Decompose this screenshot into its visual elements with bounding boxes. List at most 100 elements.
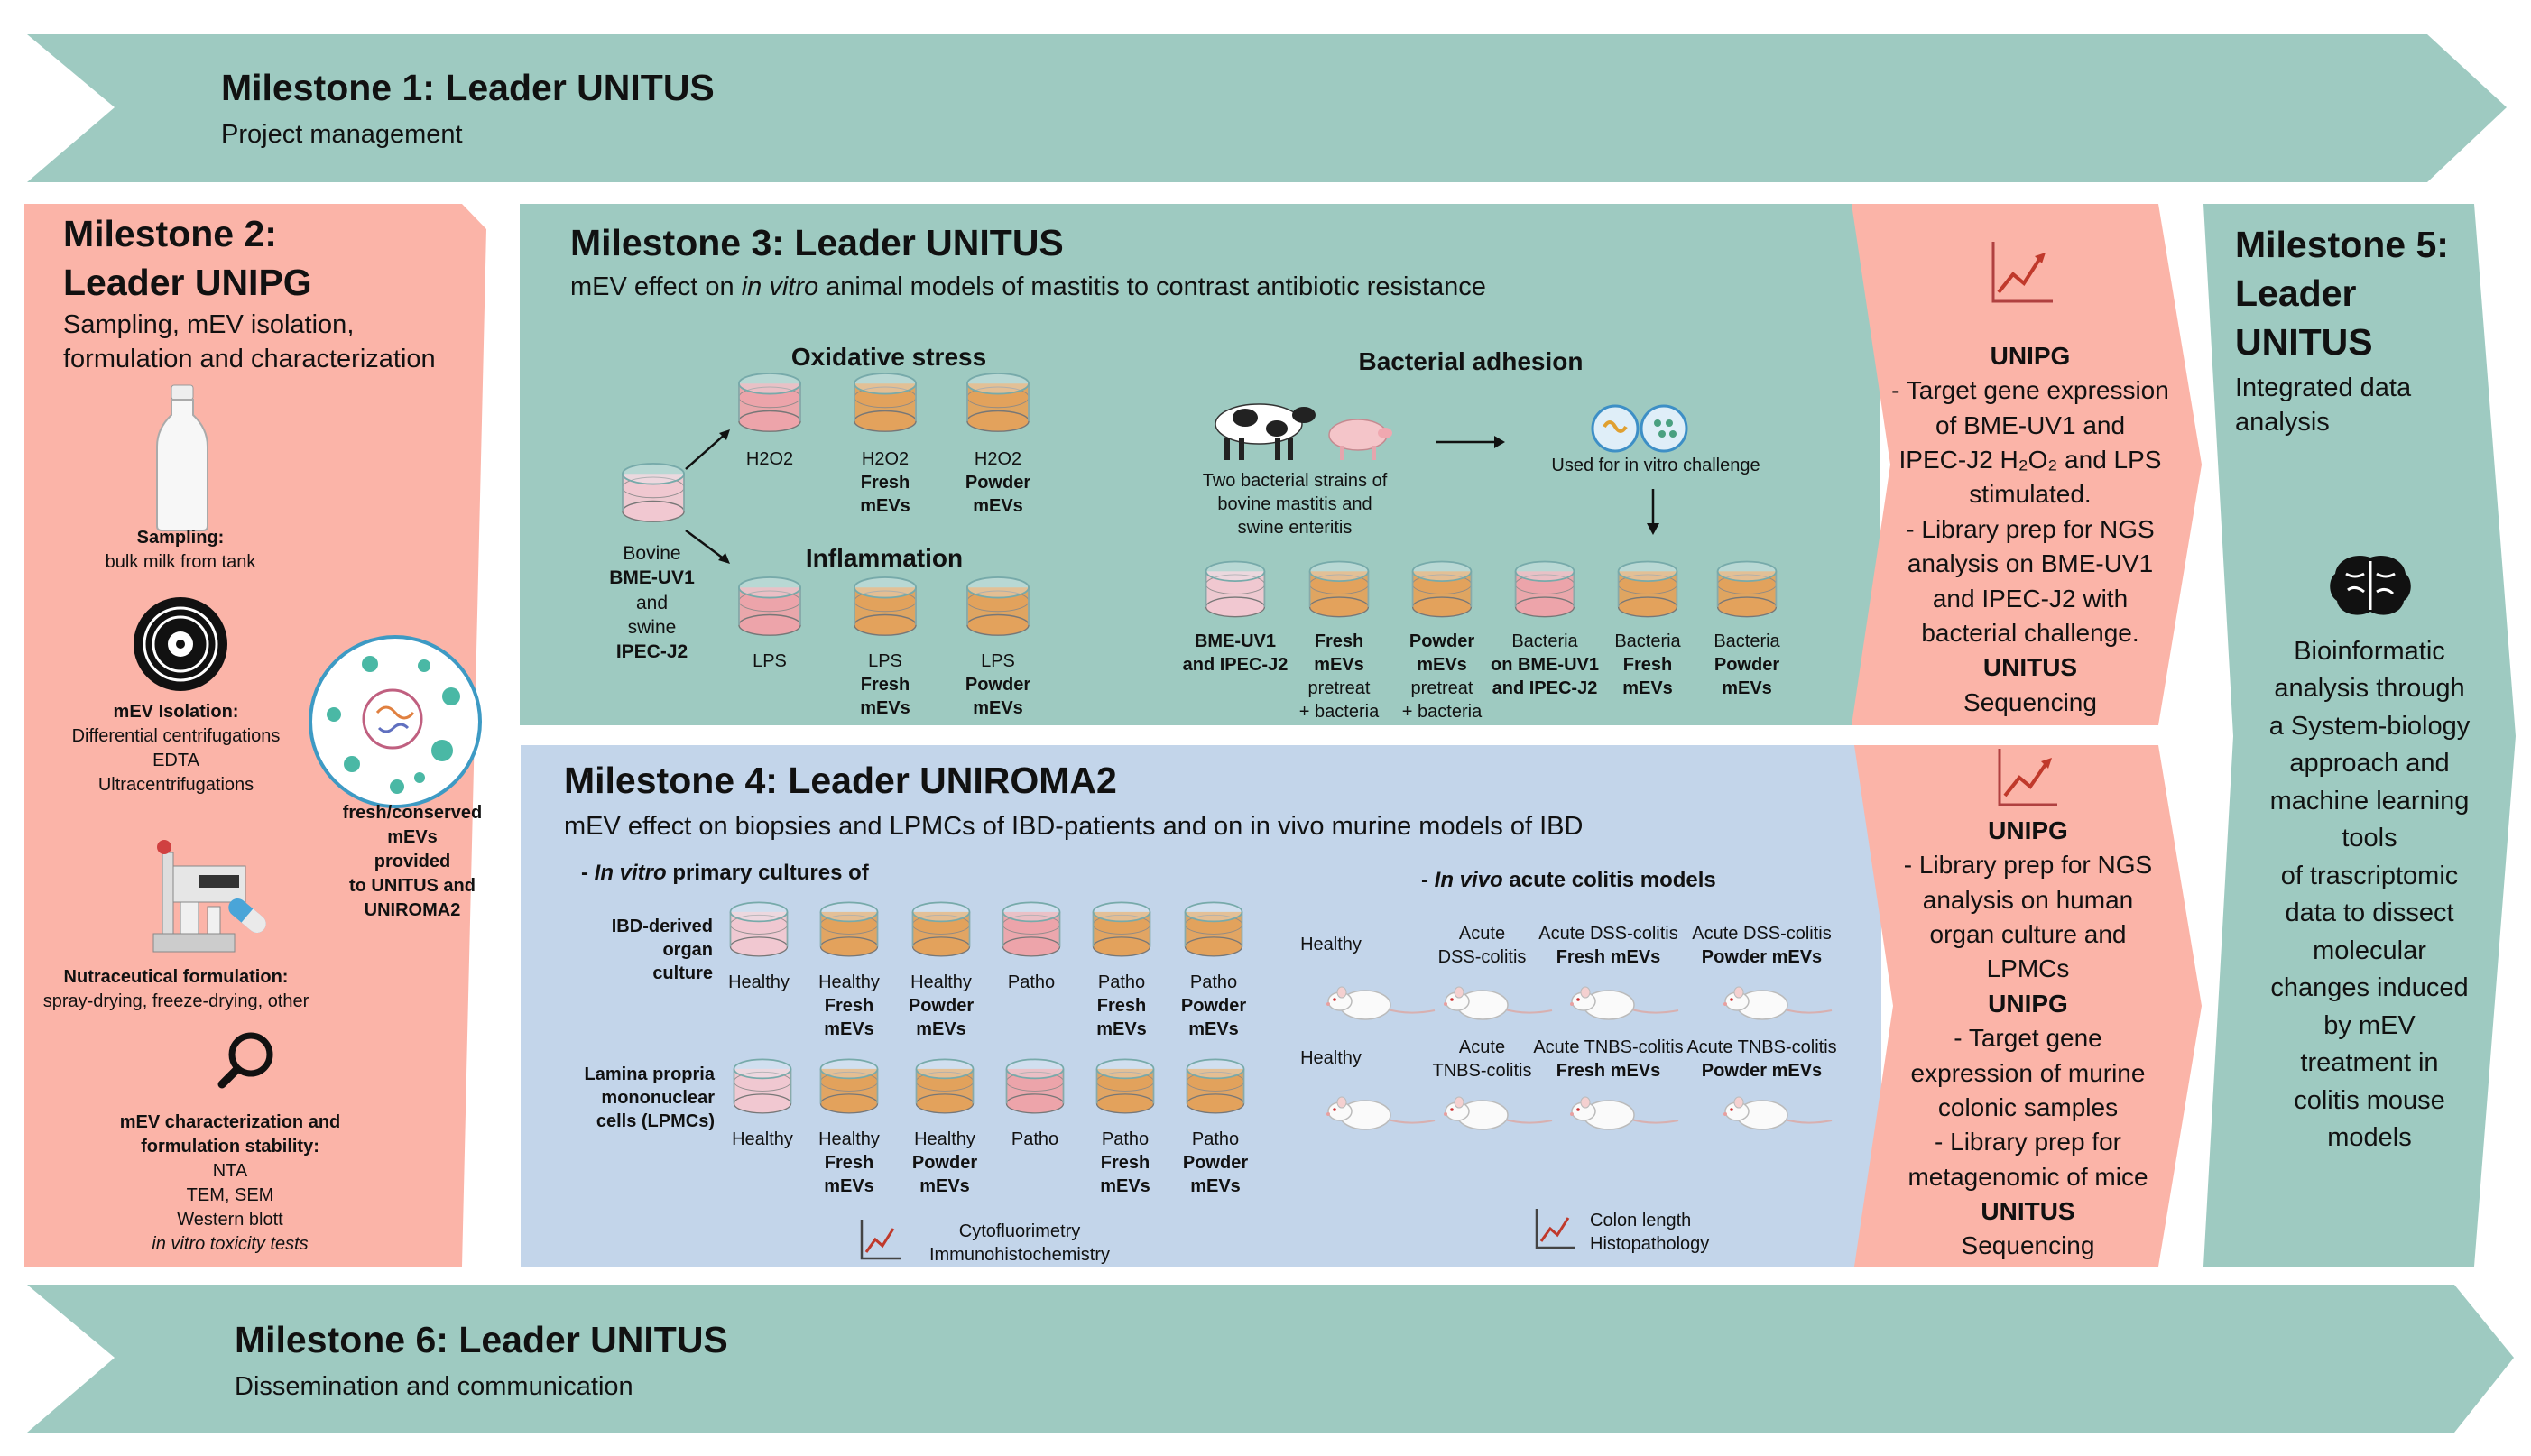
- formulation-title: Nutraceutical formulation:: [63, 967, 289, 987]
- row2-label-2: mononuclear: [601, 1088, 715, 1108]
- characterization-title-1: mEV characterization and: [119, 1112, 341, 1132]
- adhesion-dish-label-2-l2: mEVs: [1314, 655, 1364, 675]
- milestone1-title: Milestone 1: Leader UNITUS: [221, 67, 715, 108]
- adhesion-dish-label-5-l1: Bacteria: [1614, 631, 1681, 651]
- strains-line-3: swine enteritis: [1237, 518, 1353, 538]
- provided-line-3: provided: [374, 852, 451, 871]
- milestone3-title: Milestone 3: Leader UNITUS: [570, 222, 1064, 263]
- milestone5-title-line1: Milestone 5:: [2235, 224, 2449, 265]
- isolation-method-1: Differential centrifugations: [71, 726, 281, 746]
- m5-lines-line-11: by mEV: [2323, 1010, 2416, 1040]
- colon-length-text: Colon length: [1590, 1211, 1692, 1230]
- adhesion-dish-label-3-l3: pretreat: [1410, 678, 1473, 698]
- adhesion-dish-1: [1203, 559, 1268, 625]
- adhesion-dish-label-5-l3: mEVs: [1622, 678, 1673, 698]
- strains-line-1: Two bacterial strains of: [1202, 471, 1388, 491]
- organ-culture-dish-6: [1182, 900, 1245, 964]
- mouse-1-2: [1439, 972, 1556, 1027]
- lpmc-dish-label-2-l2: Fresh: [824, 1153, 874, 1173]
- mouse-label-1-2-l2: DSS-colitis: [1437, 947, 1527, 967]
- m4-right-line-7: - Target gene: [1954, 1024, 2102, 1053]
- m5-lines-line-5: machine learning: [2269, 786, 2470, 816]
- milestone1-arrow: [27, 34, 2507, 182]
- sampling-title: Sampling:: [136, 528, 225, 548]
- milestone6-arrow: [27, 1285, 2514, 1433]
- m5-lines-line-9: molecular: [2313, 935, 2426, 965]
- inflammation-dish-label-2-l2: Fresh: [860, 675, 910, 695]
- source-line-3: and: [635, 592, 669, 613]
- milestone3-result-arrow: [1852, 204, 2202, 725]
- organ-culture-dish-label-1: Healthy: [709, 971, 808, 994]
- m3-right-line-2: - Target gene expression: [1891, 376, 2169, 405]
- inflammation-dish-label-1: LPS: [720, 650, 819, 673]
- oxidative-dish-3: [964, 372, 1032, 439]
- invitro-heading: - In vitro primary cultures of: [581, 861, 869, 885]
- mouse-label-2-2-l1: Acute: [1458, 1037, 1506, 1057]
- inflammation-heading: Inflammation: [805, 544, 964, 572]
- cow-pig-icon: [1215, 403, 1392, 460]
- milestone2-subtitle-line2: formulation and characterization: [63, 345, 436, 373]
- m5-lines-line-10: changes induced: [2270, 973, 2469, 1003]
- adhesion-dish-3: [1409, 559, 1474, 625]
- adhesion-dish-label-4-l1: Bacteria: [1511, 631, 1578, 651]
- m3-right-line-10: UNITUS: [1982, 653, 2078, 682]
- isolation-title: mEV Isolation:: [113, 702, 239, 722]
- m5-lines-line-2: analysis through: [2274, 674, 2465, 704]
- milestone5-subtitle-line1: Integrated data: [2235, 373, 2412, 402]
- mouse-label-1-2-l1: Acute: [1458, 924, 1506, 944]
- organ-culture-dish-2: [817, 900, 881, 964]
- mouse-label-2-2-l2: TNBS-colitis: [1432, 1061, 1532, 1081]
- m4-right-line-5: LPMCs: [1986, 954, 2070, 983]
- m4-right-line-3: analysis on human: [1922, 885, 2134, 914]
- milestone2-subtitle-line1: Sampling, mEV isolation,: [63, 310, 355, 339]
- source-dish-graphic: [619, 462, 688, 530]
- lpmc-dish-6: [1184, 1057, 1247, 1121]
- characterization-item-2: TEM, SEM: [186, 1185, 274, 1205]
- organ-culture-dish-label-4: Patho: [982, 971, 1081, 994]
- oxidative-stress-heading: Oxidative stress: [790, 343, 987, 371]
- mouse-label-1-4-l1: Acute DSS-colitis: [1692, 924, 1832, 944]
- characterization-item-4: in vitro toxicity tests: [152, 1234, 309, 1254]
- lpmc-dish-label-2-l1: Healthy: [818, 1129, 880, 1149]
- m5-lines-line-14: models: [2327, 1123, 2412, 1153]
- lpmc-dish-label-3-l3: mEVs: [919, 1176, 970, 1196]
- oxidative-dish-label-2-l2: Fresh: [860, 473, 910, 493]
- inflammation-dish-label-2: LPS Fresh mEVs: [836, 650, 935, 720]
- m3-right-line-9: bacterial challenge.: [1921, 618, 2139, 647]
- lpmc-dish-5: [1094, 1057, 1157, 1121]
- adhesion-dish-label-6-l1: Bacteria: [1714, 631, 1780, 651]
- milestone2-title-line1: Milestone 2:: [63, 213, 277, 254]
- lpmc-dish-label-4: Patho: [985, 1128, 1085, 1151]
- m3-right-line-11: Sequencing: [1963, 687, 2097, 716]
- oxidative-dish-1: [735, 372, 804, 439]
- inflammation-dish-label-2-l3: mEVs: [860, 698, 910, 718]
- adhesion-dish-label-3-l1: Powder: [1409, 631, 1475, 651]
- lab-equipment-icon: [152, 840, 246, 953]
- mouse-2-3: [1566, 1083, 1683, 1137]
- source-line-4: swine: [627, 616, 677, 638]
- organ-culture-dish-label-5-l2: Fresh: [1096, 996, 1147, 1016]
- challenge-text: Used for in vitro challenge: [1551, 456, 1760, 475]
- organ-culture-dish-label-3-l1: Healthy: [910, 972, 972, 992]
- isolation-method-2: EDTA: [152, 751, 199, 770]
- inflammation-dish-label-2-l1: LPS: [868, 651, 902, 671]
- sampling-text: bulk milk from tank: [105, 552, 256, 572]
- mouse-label-1-3-l1: Acute DSS-colitis: [1538, 924, 1678, 944]
- growth-chart-icon: [1991, 242, 2053, 303]
- mouse-label-1-1: Healthy: [1281, 933, 1381, 956]
- mouse-label-2-4-l2: Powder mEVs: [1701, 1061, 1823, 1081]
- adhesion-dish-label-6-l2: Powder: [1714, 655, 1780, 675]
